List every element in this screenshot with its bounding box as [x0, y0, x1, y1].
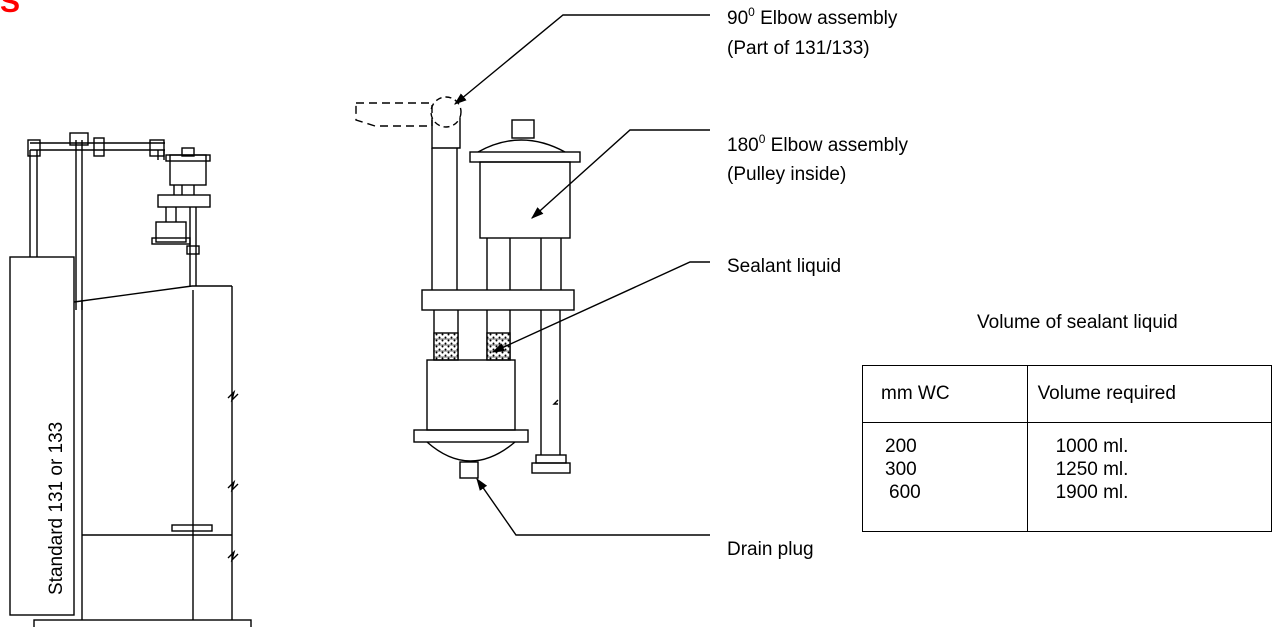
table-cell: 1000 ml.	[1055, 436, 1129, 457]
page-corner-mark: S	[0, 0, 21, 19]
elbow-assembly-drawing	[355, 96, 581, 479]
table-cell: 1250 ml.	[1055, 459, 1129, 480]
manometer-panel	[9, 256, 75, 616]
standard-manometer	[9, 132, 252, 627]
table-header-row: mm WC Volume required	[862, 365, 1272, 423]
mmwc-column: 200 300 600	[862, 422, 1028, 532]
sealant-fill-left	[433, 332, 459, 361]
standard-label: Standard 131 or 133	[46, 421, 67, 595]
sealant-pot	[426, 359, 516, 431]
elbow-180-sublabel: (Pulley inside)	[727, 164, 847, 185]
elbow-90-label: 900 Elbow assembly	[727, 5, 898, 29]
table-body-row: 200 300 600 1000 ml. 1250 ml. 1900 ml.	[862, 422, 1272, 532]
drain-plug	[459, 461, 479, 479]
drain-plug-label: Drain plug	[727, 539, 814, 560]
volume-table-title: Volume of sealant liquid	[977, 312, 1178, 333]
volume-table: mm WC Volume required 200 300 600 1000 m…	[862, 365, 1272, 532]
header-mmwc: mm WC	[862, 365, 1028, 423]
elbow-180-cap	[477, 139, 566, 153]
volume-column: 1000 ml. 1250 ml. 1900 ml.	[1027, 422, 1272, 532]
elbow-90-circle	[430, 96, 462, 128]
elbow-90-sublabel: (Part of 131/133)	[727, 38, 870, 59]
leader-lines	[454, 14, 710, 536]
manometer-base	[33, 619, 252, 627]
table-cell: 1900 ml.	[1055, 482, 1129, 503]
sealant-label: Sealant liquid	[727, 256, 842, 277]
table-cell: 300	[885, 459, 917, 480]
elbow-90-dashed	[355, 102, 433, 127]
table-cell: 600	[889, 482, 921, 503]
elbow-180-label: 1800 Elbow assembly	[727, 132, 908, 156]
crossbar	[421, 289, 575, 311]
table-cell: 200	[885, 436, 917, 457]
header-volume: Volume required	[1027, 365, 1272, 423]
